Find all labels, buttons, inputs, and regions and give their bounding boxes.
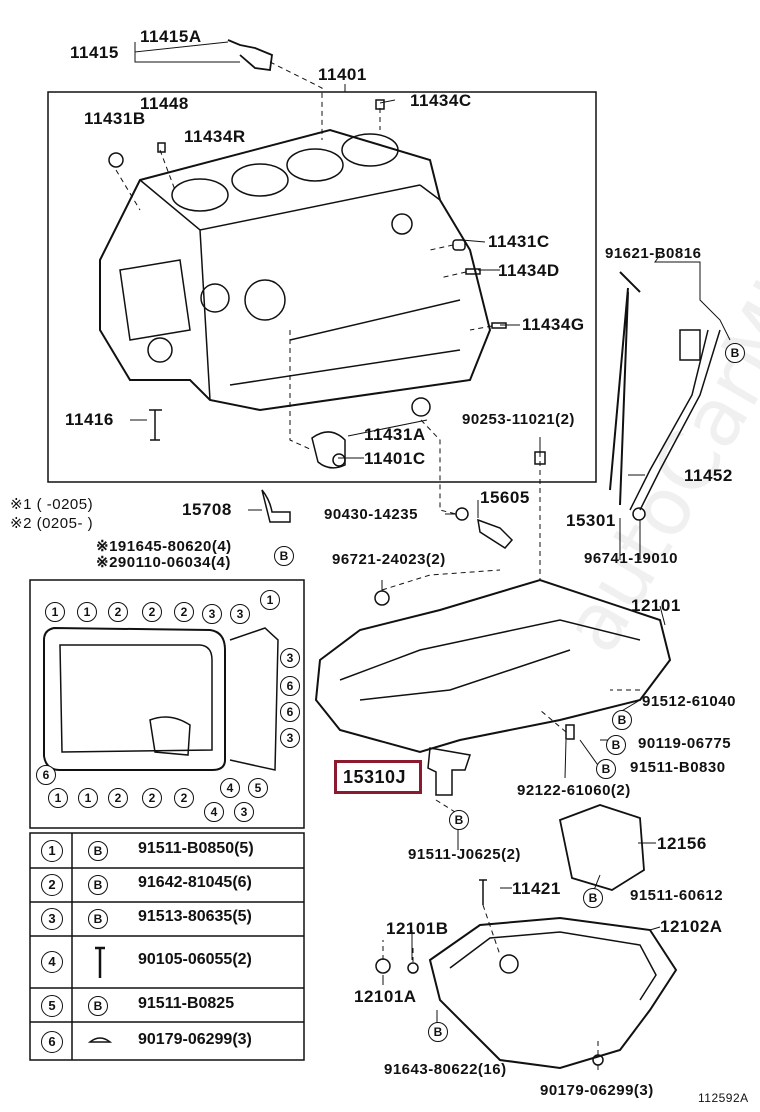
bolt-position-marker: 2 xyxy=(174,602,194,622)
bolt-position-marker: 2 xyxy=(142,602,162,622)
badge-b: B xyxy=(274,546,294,566)
bolt-position-marker: 2 xyxy=(108,788,128,808)
part-number: 91511-B0850(5) xyxy=(138,840,254,857)
badge-b: B xyxy=(449,810,469,830)
label-12101[interactable]: 12101 xyxy=(631,596,681,615)
label-91511-B0830[interactable]: 91511-B0830 xyxy=(630,759,726,776)
label-90430-14235[interactable]: 90430-14235 xyxy=(324,506,418,523)
label-15605[interactable]: 15605 xyxy=(480,488,530,507)
bolt-position-marker: 3 xyxy=(202,604,222,624)
label-11421[interactable]: 11421 xyxy=(512,879,561,898)
part-number: 91642-81045(6) xyxy=(138,874,252,891)
table-row[interactable]: 5 B 91511-B0825 xyxy=(28,995,304,1029)
label-11434D[interactable]: 11434D xyxy=(498,261,560,280)
note-1: ※1 ( -0205) xyxy=(10,496,94,513)
table-row[interactable]: 6 90179-06299(3) xyxy=(28,1031,304,1065)
badge-b: B xyxy=(583,888,603,908)
label-12156[interactable]: 12156 xyxy=(657,834,707,853)
label-11431C[interactable]: 11431C xyxy=(488,232,550,251)
bolt-position-marker: 3 xyxy=(230,604,250,624)
label-11415[interactable]: 11415 xyxy=(70,43,119,62)
bolt-position-marker: 1 xyxy=(260,590,280,610)
part-number: 90179-06299(3) xyxy=(138,1031,252,1048)
label-11415A[interactable]: 11415A xyxy=(140,27,202,46)
bolt-position-marker: 2 xyxy=(142,788,162,808)
label-96741-19010[interactable]: 96741-19010 xyxy=(584,550,678,567)
label-11431B[interactable]: 11431B xyxy=(84,109,146,128)
bolt-position-marker: 1 xyxy=(45,602,65,622)
bolt-position-marker: 1 xyxy=(77,602,97,622)
bolt-position-marker: 5 xyxy=(248,778,268,798)
badge-b: B xyxy=(88,909,108,929)
block-frame xyxy=(47,91,597,483)
label-11452[interactable]: 11452 xyxy=(684,466,733,485)
bolt-position-marker: 1 xyxy=(78,788,98,808)
bolt-position-marker: 4 xyxy=(204,802,224,822)
label-91512-61040[interactable]: 91512-61040 xyxy=(642,693,736,710)
label-11401[interactable]: 11401 xyxy=(318,65,367,84)
label-90253-11021[interactable]: 90253-11021(2) xyxy=(462,411,575,428)
bolt-position-marker: 6 xyxy=(36,765,56,785)
label-12101B[interactable]: 12101B xyxy=(386,919,449,938)
label-12102A[interactable]: 12102A xyxy=(660,917,723,936)
label-11401C[interactable]: 11401C xyxy=(364,449,426,468)
badge-b: B xyxy=(596,759,616,779)
bolt-position-marker: 2 xyxy=(174,788,194,808)
bolt-position-marker: 3 xyxy=(280,648,300,668)
row-number: 6 xyxy=(41,1031,63,1053)
label-11431A[interactable]: 11431A xyxy=(364,425,426,444)
highlight-box[interactable] xyxy=(334,760,422,794)
label-15708[interactable]: 15708 xyxy=(182,500,232,519)
table-row[interactable]: 3 B 91513-80635(5) xyxy=(28,908,304,942)
bolt-position-marker: 6 xyxy=(280,676,300,696)
bolt-position-marker: 4 xyxy=(220,778,240,798)
label-91621-B0816[interactable]: 91621-B0816 xyxy=(605,245,702,262)
table-row[interactable]: 1 B 91511-B0850(5) xyxy=(28,840,304,874)
note-2: ※2 (0205- ) xyxy=(10,515,94,532)
row-number: 2 xyxy=(41,874,63,896)
figure-id: 112592A xyxy=(698,1091,749,1105)
badge-b: B xyxy=(725,343,745,363)
note-ref-2[interactable]: ※290110-06034(4) xyxy=(96,554,231,571)
label-91643-80622[interactable]: 91643-80622(16) xyxy=(384,1061,507,1078)
table-row[interactable]: 2 B 91642-81045(6) xyxy=(28,874,304,908)
bolt-position-marker: 3 xyxy=(280,728,300,748)
bolt-position-marker: 1 xyxy=(48,788,68,808)
table-row[interactable]: 4 90105-06055(2) xyxy=(28,951,304,985)
label-11448[interactable]: 11448 xyxy=(140,94,189,113)
label-12101A[interactable]: 12101A xyxy=(354,987,417,1006)
badge-b: B xyxy=(428,1022,448,1042)
part-number: 91511-B0825 xyxy=(138,995,235,1012)
row-number: 5 xyxy=(41,995,63,1017)
bolt-position-marker: 6 xyxy=(280,702,300,722)
badge-b: B xyxy=(612,710,632,730)
part-number: 90105-06055(2) xyxy=(138,951,252,968)
badge-b: B xyxy=(88,841,108,861)
bolt-position-marker: 3 xyxy=(234,802,254,822)
label-15301[interactable]: 15301 xyxy=(566,511,616,530)
label-90179-06299-lower[interactable]: 90179-06299(3) xyxy=(540,1082,654,1099)
label-11434G[interactable]: 11434G xyxy=(522,315,585,334)
bolt-position-marker: 2 xyxy=(108,602,128,622)
label-91511-J0625[interactable]: 91511-J0625(2) xyxy=(408,846,521,863)
row-number: 3 xyxy=(41,908,63,930)
label-92122-61060[interactable]: 92122-61060(2) xyxy=(517,782,631,799)
badge-b: B xyxy=(88,875,108,895)
note-ref-1[interactable]: ※191645-80620(4) xyxy=(96,538,232,555)
label-91511-60612[interactable]: 91511-60612 xyxy=(630,887,724,904)
part-number: 91513-80635(5) xyxy=(138,908,252,925)
label-90119-06775[interactable]: 90119-06775 xyxy=(638,735,732,752)
row-number: 1 xyxy=(41,840,63,862)
label-11434C[interactable]: 11434C xyxy=(410,91,472,110)
label-15310J-highlighted[interactable]: 15310J xyxy=(343,767,407,787)
badge-b: B xyxy=(88,996,108,1016)
label-11434R[interactable]: 11434R xyxy=(184,127,246,146)
label-11416[interactable]: 11416 xyxy=(65,410,114,429)
row-number: 4 xyxy=(41,951,63,973)
label-96721-24023[interactable]: 96721-24023(2) xyxy=(332,551,446,568)
badge-b: B xyxy=(606,735,626,755)
